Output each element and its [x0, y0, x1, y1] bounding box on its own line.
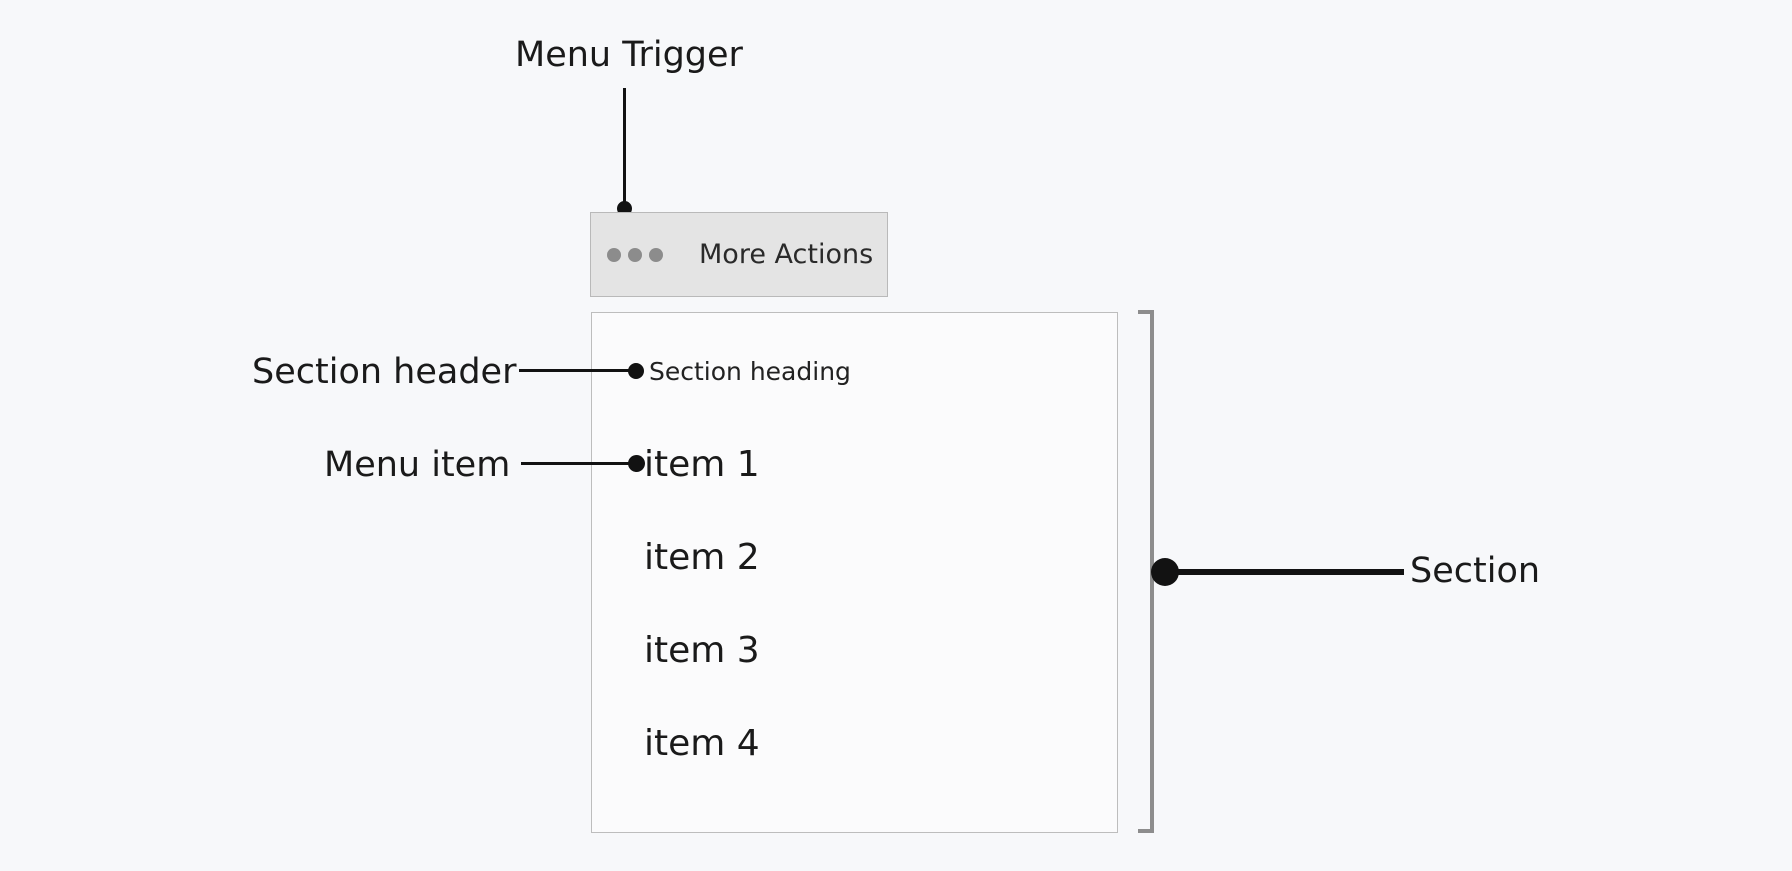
leader-dot-menu-item	[628, 455, 645, 472]
leader-line-section-header	[519, 369, 638, 372]
leader-line-menu-item	[521, 462, 638, 465]
more-actions-trigger-button[interactable]: More Actions	[590, 212, 888, 297]
menu-item-2[interactable]: item 2	[644, 537, 760, 578]
more-actions-trigger-label: More Actions	[699, 239, 874, 270]
menu-section-heading: Section heading	[649, 357, 851, 386]
leader-line-section	[1172, 569, 1404, 575]
menu-item-4[interactable]: item 4	[644, 723, 760, 764]
menu-item-1[interactable]: item 1	[644, 444, 760, 485]
annotation-menu-item: Menu item	[324, 445, 511, 485]
annotation-menu-trigger: Menu Trigger	[515, 35, 743, 75]
bracket-tick-bottom	[1138, 829, 1154, 833]
annotation-section: Section	[1410, 551, 1541, 591]
leader-line-menu-trigger	[623, 88, 626, 207]
bracket-tick-top	[1138, 310, 1154, 314]
menu-item-3[interactable]: item 3	[644, 630, 760, 671]
three-dots-icon	[607, 247, 663, 262]
leader-dot-section-header	[628, 363, 644, 379]
annotation-section-header: Section header	[252, 352, 517, 392]
menu-panel: Section heading item 1 item 2 item 3 ite…	[591, 312, 1118, 833]
